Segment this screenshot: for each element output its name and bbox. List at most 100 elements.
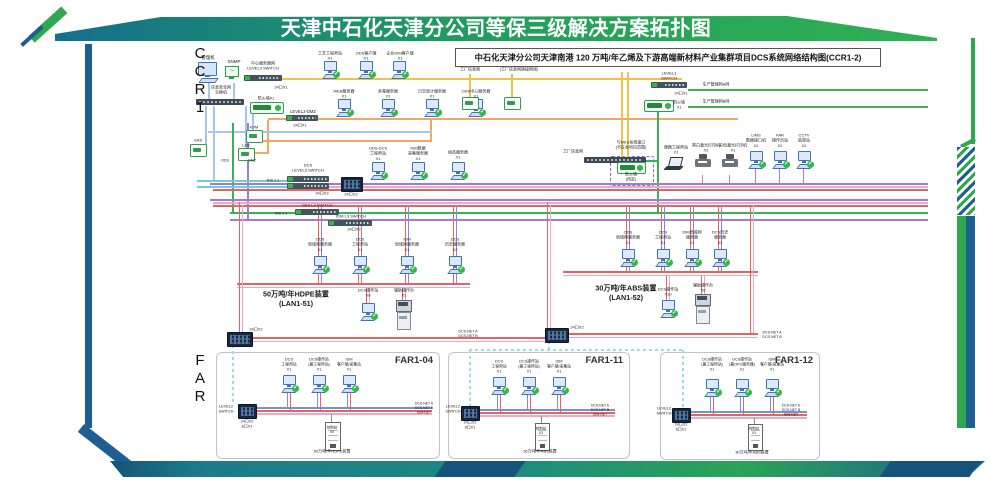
bottom-band-accent	[434, 461, 526, 477]
diagram-label: KVM	[249, 125, 259, 130]
gateway-device-icon	[238, 148, 255, 161]
bottom-band-accent-right	[879, 461, 981, 477]
diagram-label: 控制站 X5	[326, 426, 338, 434]
connection-line	[208, 81, 210, 101]
workstation-icon: ✓	[358, 61, 376, 79]
portable-engineer-station-icon	[663, 157, 684, 173]
connection-line	[267, 120, 269, 153]
diagram-label: 24口X1	[674, 91, 688, 96]
diagram-label: DMZ	[248, 158, 256, 163]
workstation-icon: ✓	[491, 377, 509, 395]
diagram-label: 24口X2 8口X1	[674, 422, 688, 432]
controller-cabinet-icon	[535, 423, 550, 451]
diagram-label: 组态服务器 X1	[448, 150, 468, 160]
connection-line	[689, 414, 807, 416]
diagram-label: DCS-NET A DCS-NET B IDM-NET	[590, 404, 610, 417]
diagram-label: LAS	[242, 143, 250, 148]
connection-line	[469, 74, 471, 100]
diagram-label: 24口X2	[570, 325, 584, 330]
printer-icon	[722, 154, 739, 169]
diagram-label: 信息安全网 交换机	[211, 85, 231, 95]
diagram-label: DCS 工程师站 X1	[352, 237, 368, 252]
diagram-label: IDM局域网 服务器 X1	[682, 230, 702, 245]
workstation-icon: ✓	[410, 162, 428, 180]
firewall-icon	[617, 162, 646, 174]
mes-reserved-box	[610, 156, 654, 186]
section-label-far: FAR	[194, 352, 206, 405]
connection-line	[621, 72, 623, 159]
diagram-label: 防火墙#1	[257, 96, 275, 101]
connection-line	[317, 390, 319, 408]
connection-line	[358, 205, 360, 283]
connection-line	[320, 390, 322, 411]
workstation-icon: ✓	[281, 375, 299, 393]
diagram-label: 24口X2 8口X1	[463, 420, 477, 430]
connection-line	[500, 392, 502, 413]
diagram-label: DCS 工程师站 X1	[281, 357, 297, 372]
diagram-label: DCS-NET A DCS-NET B IDM-NET	[414, 402, 434, 415]
diagram-label: ODS-DCS 工程师站 X1	[368, 146, 388, 161]
gateway-device-icon	[504, 97, 521, 110]
diagram-label: 防火墙 X1	[673, 100, 685, 110]
l2-switch-icon	[461, 406, 480, 421]
connection-line	[689, 417, 807, 419]
diagram-label: LEVEL2 SWITCH	[218, 404, 234, 414]
diagram-label: DCS操作站 X8	[357, 288, 379, 298]
right-decor-hatch	[957, 147, 975, 215]
workstation-icon: ✓	[450, 162, 468, 180]
connection-line	[557, 392, 559, 410]
connection-line	[213, 189, 928, 191]
connection-line	[779, 168, 781, 184]
diagram-label: CCTV 监视站 X2	[798, 133, 810, 148]
diagram-label: IDM 客户端/采集站 X1	[547, 359, 571, 374]
workstation-icon: ✓	[704, 379, 722, 397]
connection-line	[750, 205, 752, 335]
workstation-icon: ✓	[447, 256, 465, 274]
connection-line	[701, 276, 703, 296]
auxiliary-console-icon	[396, 300, 412, 331]
connection-line	[331, 414, 333, 424]
l3-switch-icon	[287, 176, 329, 182]
connection-line	[208, 131, 432, 133]
diagram-label: ODS	[221, 158, 229, 163]
diagram-label: IDM数据 采集服务器 X1	[408, 146, 428, 161]
connection-line	[205, 106, 207, 146]
connection-line	[661, 205, 663, 272]
dashed-link	[232, 345, 234, 405]
connection-line	[527, 392, 529, 410]
l2-switch-icon	[341, 177, 363, 192]
connection-line	[230, 219, 928, 221]
connection-line	[688, 89, 928, 91]
connection-line	[657, 111, 659, 213]
connection-line	[361, 205, 363, 283]
connection-line	[689, 411, 807, 413]
diagram-subtitle-box: 中石化天津分公司天津南港 120 万吨/年乙烯及下游高端新材料产业集群项目DCS…	[455, 48, 881, 67]
diagram-label: DCS 工程师站 X1	[491, 359, 507, 374]
connection-line	[347, 390, 349, 408]
diagram-label: 生产管理网B网	[702, 99, 730, 104]
diagram-label: DCS 工程师站 X1	[655, 230, 671, 245]
gateway-device-icon	[462, 97, 479, 110]
diagram-label: DCS操作站 (兼工程师站) X1	[518, 359, 540, 374]
connection-line	[350, 390, 352, 411]
connection-line	[773, 394, 775, 415]
diagram-label: ODS 局域网服务器 X1	[616, 230, 640, 245]
diagram-label: 便携工程师站 X1	[664, 145, 688, 155]
connection-line	[252, 106, 254, 132]
diagram-label: SNMP	[227, 59, 241, 64]
connection-line	[664, 205, 666, 272]
diagram-label: 24口X1	[274, 85, 288, 90]
connection-line	[693, 205, 695, 272]
diagram-label: IDM 客户端/采集站 X1	[760, 357, 784, 372]
connection-line	[366, 288, 368, 304]
connection-line	[478, 409, 615, 411]
workstation-icon: ✓	[748, 151, 766, 169]
connection-line	[268, 118, 738, 120]
connection-line	[402, 288, 404, 302]
diagram-label: WEB服务器 X1	[333, 89, 355, 99]
connection-line	[629, 205, 631, 272]
workstation-icon: ✓	[620, 249, 638, 267]
diagram-label: IDM 客户端/采集站 X1	[337, 357, 361, 372]
connection-line	[256, 140, 432, 142]
diagram-label: 30万吨/年ABS装置	[735, 450, 769, 455]
